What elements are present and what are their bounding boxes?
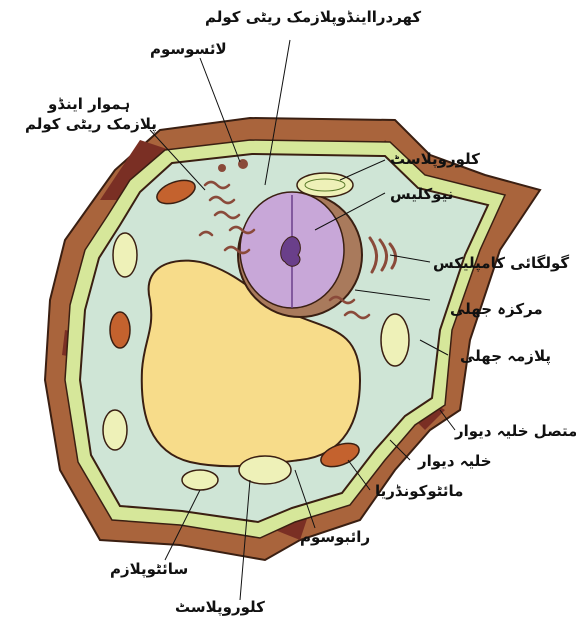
label-cell-wall: خلیہ دیوار bbox=[418, 452, 492, 470]
label-chloroplast-bottom: کلوروپلاسٹ bbox=[175, 598, 265, 616]
label-cytoplasm: سائٹوپلازم bbox=[110, 560, 188, 578]
chloroplast bbox=[113, 233, 137, 277]
label-ribosome: رائبوسوم bbox=[300, 528, 370, 546]
chloroplast bbox=[103, 410, 127, 450]
label-middle-lamella: متصل خلیہ دیوار bbox=[455, 422, 576, 440]
label-lysosome: لائسوسوم bbox=[150, 40, 227, 58]
mitochondrion bbox=[110, 312, 130, 348]
label-golgi: گولگائی کامپلیکس bbox=[433, 254, 569, 272]
label-plasma-membrane: پلازمہ جھلی bbox=[460, 347, 551, 365]
label-nucleolus: نیوکلیس bbox=[390, 185, 453, 203]
chloroplast bbox=[182, 470, 218, 490]
label-chloroplast-top: کلوروپلاسٹ bbox=[390, 150, 480, 168]
label-nuclear-membrane: مرکزہ جھلی bbox=[450, 300, 543, 318]
lysosome bbox=[218, 164, 226, 172]
chloroplast bbox=[239, 456, 291, 484]
label-smooth-er-2: پلازمک ریٹی کولم bbox=[25, 115, 157, 133]
label-mitochondria: مائٹوکونڈریا bbox=[375, 482, 463, 500]
label-rough-er: کھردرااینڈوپلازمک ریٹی کولم bbox=[205, 8, 421, 26]
label-smooth-er-1: ہموار اینڈو bbox=[48, 95, 130, 113]
chloroplast bbox=[381, 314, 409, 366]
